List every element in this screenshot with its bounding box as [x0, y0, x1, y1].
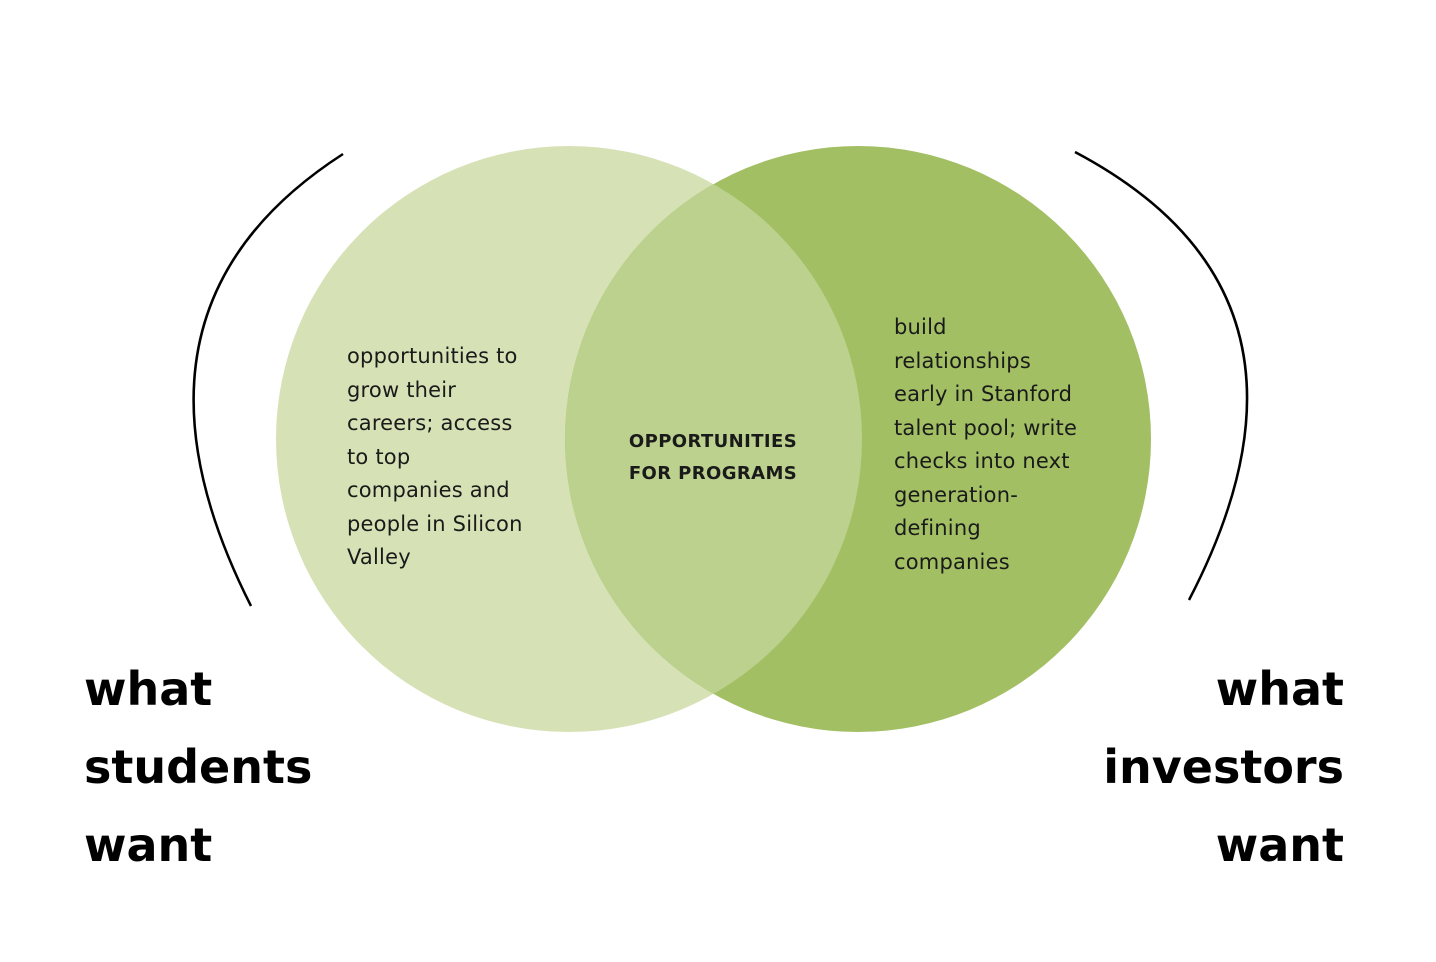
students-set-label: what students want: [84, 662, 313, 872]
overlap-region: [565, 146, 862, 732]
left-bracket-arc: [192, 152, 344, 607]
right-bracket-arc: [1074, 150, 1249, 601]
intersection-label: OPPORTUNITIES FOR PROGRAMS: [628, 431, 798, 484]
investors-set-label: what investors want: [1103, 662, 1344, 872]
students-description: opportunities to grow their careers; acc…: [347, 344, 523, 569]
investors-description: build relationships early in Stanford ta…: [894, 315, 1078, 574]
